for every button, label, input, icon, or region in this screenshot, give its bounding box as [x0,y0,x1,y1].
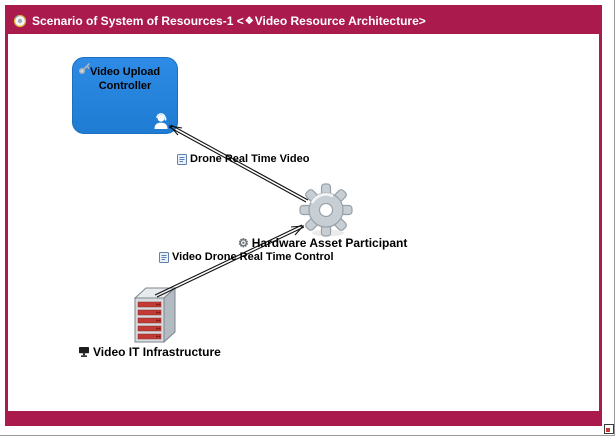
scenario-icon [13,14,27,28]
workstation-icon [78,346,90,358]
edge-label-video-drone-real-time-control[interactable]: Video Drone Real Time Control [159,251,334,263]
edge-video-label: Drone Real Time Video [190,153,310,165]
title-suffix: Video Resource Architecture> [254,14,426,28]
server-icon [133,286,177,344]
edges-layer [154,124,309,298]
node-hardware-asset-participant[interactable] [297,181,355,239]
participant-label: Hardware Asset Participant [251,236,408,250]
gear-mini-icon: ⚙ [238,236,249,250]
key-icon [78,62,91,75]
node-video-it-infrastructure[interactable] [130,284,178,344]
edge-video-drone-real-time-control[interactable] [154,224,305,298]
gear-icon [299,183,353,237]
infrastructure-label: Video IT Infrastructure [93,345,221,359]
diagram-canvas[interactable]: Video Upload Controller [8,34,599,423]
resize-handle-dot [606,428,610,432]
diagram-title: Scenario of System of Resources-1 <❖Vide… [32,14,426,28]
operator-icon [152,113,170,129]
bottom-bar [8,411,599,423]
title-prefix: Scenario of System of Resources-1 < [32,14,244,28]
resize-handle-icon[interactable] [604,424,614,434]
edge-drone-real-time-video[interactable] [168,124,309,203]
infrastructure-label-row[interactable]: Video IT Infrastructure [78,345,221,359]
controller-label: Video Upload Controller [89,66,161,93]
diagram-frame: Scenario of System of Resources-1 <❖Vide… [5,5,602,426]
edge-control-label: Video Drone Real Time Control [172,251,334,263]
architecture-diagram-icon: ❖ [244,15,254,27]
exchange-item-icon [177,153,187,165]
participant-label-row[interactable]: ⚙ Hardware Asset Participant [238,236,407,250]
node-video-upload-controller[interactable]: Video Upload Controller [72,57,178,134]
exchange-item-icon [159,251,169,263]
edge-label-drone-real-time-video[interactable]: Drone Real Time Video [177,153,309,165]
diagram-titlebar: Scenario of System of Resources-1 <❖Vide… [8,8,599,34]
